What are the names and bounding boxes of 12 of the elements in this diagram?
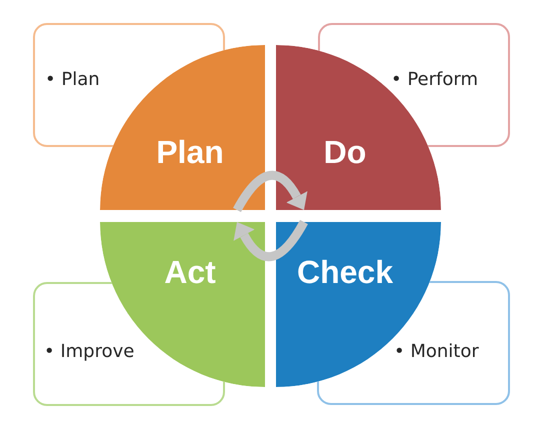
list-item-text: • Improve bbox=[44, 341, 134, 363]
list-item-text: • Perform bbox=[391, 69, 478, 91]
segment-label: Check bbox=[296, 254, 394, 290]
curved-arrow bbox=[234, 220, 308, 262]
list-item-text: • Plan bbox=[45, 69, 100, 91]
segment-label: Do bbox=[324, 134, 366, 170]
list-item-text: • Monitor bbox=[394, 341, 479, 363]
curved-arrow bbox=[233, 170, 308, 212]
quadrant-segment bbox=[100, 45, 265, 210]
segment-label: Act bbox=[164, 254, 216, 290]
segment-label: Plan bbox=[156, 134, 224, 170]
note-box bbox=[33, 282, 225, 406]
